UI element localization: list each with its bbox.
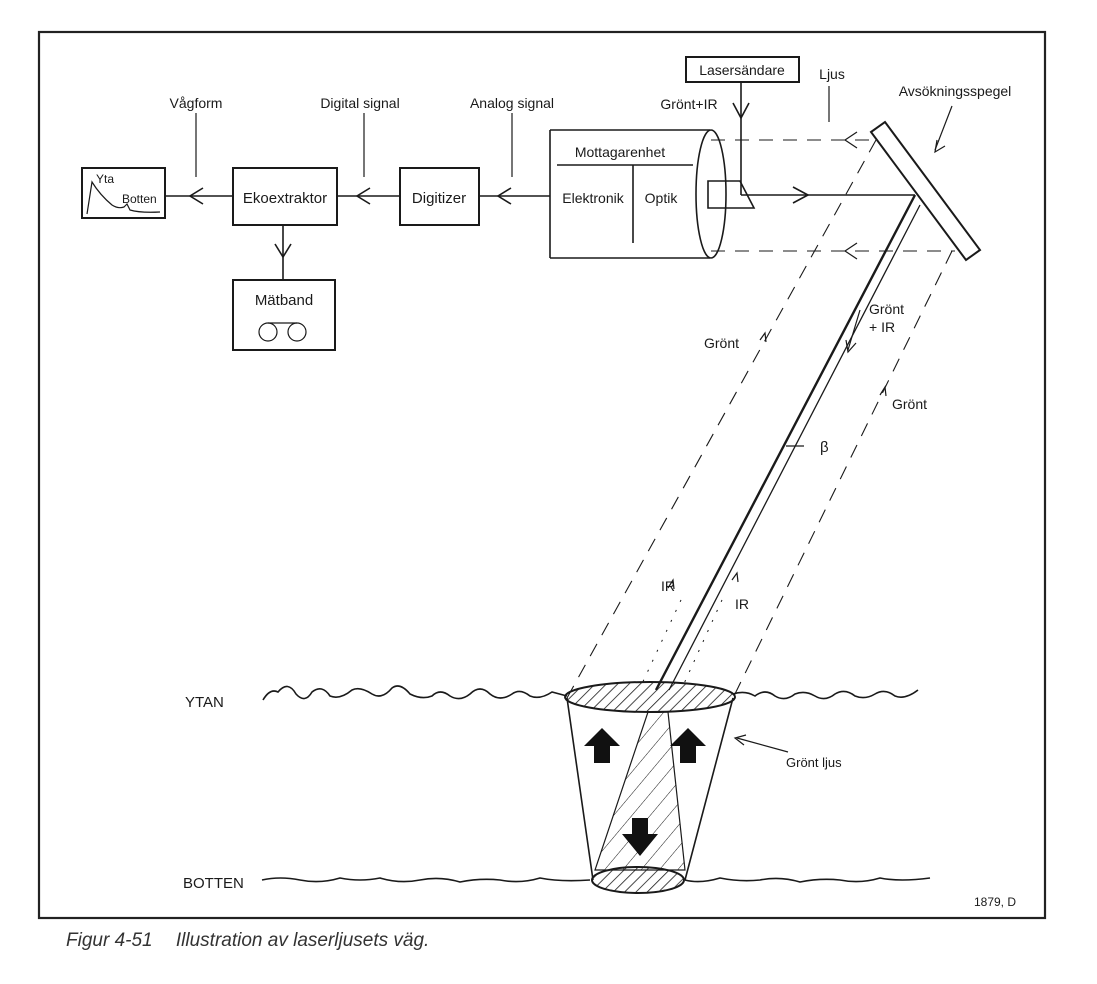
ir-right-label: IR (735, 596, 749, 612)
laser-transmitter-block: Lasersändare (685, 56, 800, 83)
surface-label: YTAN (185, 694, 224, 711)
signal-chain (165, 82, 953, 280)
laser-label: Lasersändare (699, 62, 785, 78)
arrow-left-icon (355, 187, 371, 205)
arrow-left-icon (188, 187, 204, 205)
arrow-left-icon (496, 187, 512, 205)
receiver-title: Mottagarenhet (575, 144, 665, 160)
arrow-up-icon (670, 728, 706, 763)
scanning-mirror (869, 120, 982, 262)
digitizer-block: Digitizer (399, 167, 480, 226)
receiver-unit: Mottagarenhet Elektronik Optik (549, 129, 756, 259)
arrow-down-icon (622, 818, 658, 856)
figure-frame (37, 30, 1047, 920)
bottom-label: BOTTEN (183, 875, 244, 892)
green-light-cone: Grönt ljus (564, 681, 842, 894)
receiver-electronics-label: Elektronik (562, 190, 624, 206)
waveform-label: Vågform (170, 95, 223, 111)
arrow-down-icon (732, 102, 750, 120)
beta-angle-label: β (820, 439, 829, 456)
water-surface: YTAN (185, 685, 919, 711)
light-label: Ljus (819, 66, 845, 82)
arrow-up-icon (584, 728, 620, 763)
green-ir-label: Grönt (869, 301, 904, 317)
return-light-paths (566, 131, 955, 699)
green-left-label: Grönt (704, 335, 739, 351)
reference-code: 1879, D (974, 895, 1016, 909)
scanning-mirror-label: Avsökningsspegel (899, 83, 1012, 99)
analog-signal-label: Analog signal (470, 95, 554, 111)
sea-bottom: BOTTEN (183, 875, 931, 892)
green-light-label: Grönt ljus (786, 755, 842, 770)
caption-text: Illustration av laserljusets väg. (175, 930, 430, 951)
figure-caption: Figur 4-51 Illustration av laserljusets … (66, 930, 447, 952)
arrow-left-icon (843, 242, 858, 260)
ir-left-label: IR (661, 578, 675, 594)
green-ir-input-label: Grönt+IR (660, 96, 717, 112)
waveform-bottom-label: Botten (122, 192, 157, 206)
digital-signal-label: Digital signal (320, 95, 399, 111)
digitizer-label: Digitizer (412, 190, 466, 207)
arrow-right-icon (792, 186, 810, 204)
laser-beam (639, 194, 921, 691)
echo-extractor-block: Ekoextraktor (232, 167, 338, 226)
arrow-left-icon (843, 131, 858, 149)
tape-block: Mätband (232, 279, 336, 351)
arrow-down-icon (274, 243, 292, 259)
waveform-display: Yta Botten (81, 167, 166, 219)
green-right-label: Grönt (892, 396, 927, 412)
receiver-optics-label: Optik (645, 190, 679, 206)
echo-extractor-label: Ekoextraktor (243, 190, 327, 207)
caption-number: Figur 4-51 (66, 930, 153, 951)
green-ir-label-2: + IR (869, 319, 895, 335)
waveform-peak-label: Yta (96, 172, 114, 186)
tape-label: Mätband (255, 292, 313, 309)
prism-icon (707, 180, 756, 209)
